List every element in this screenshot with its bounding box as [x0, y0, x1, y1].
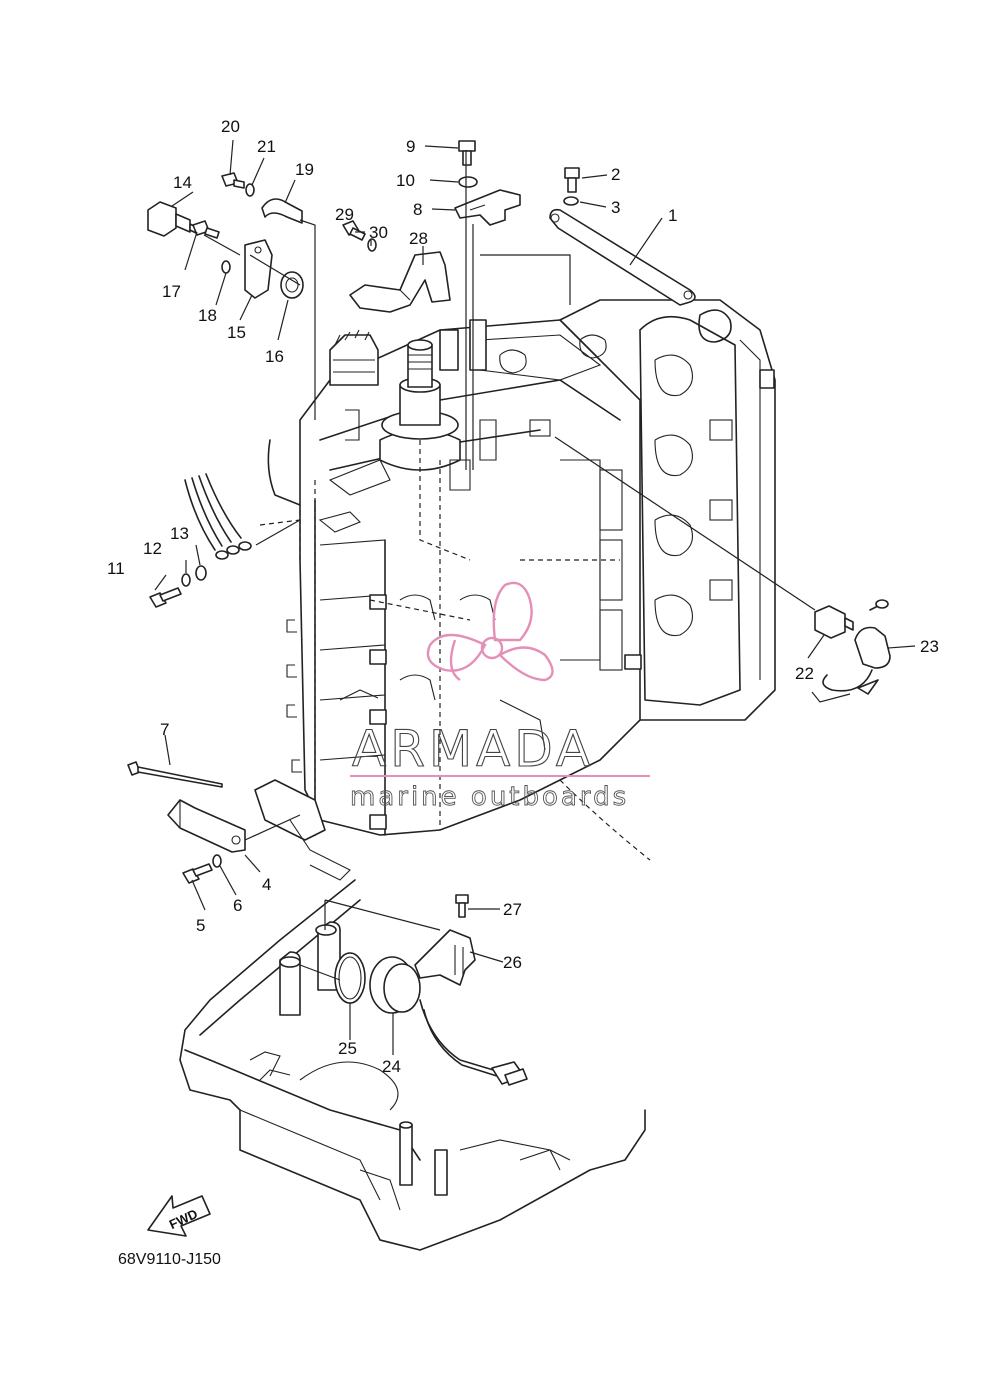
part-24-harness — [369, 956, 528, 1086]
callout-3: 3 — [611, 198, 620, 217]
part-9-bolt — [458, 140, 476, 166]
drawing-code: 68V9110-J150 — [118, 1251, 221, 1268]
callout-25: 25 — [338, 1039, 357, 1058]
part-22-sensor — [814, 605, 854, 639]
callout-labels: 1 2 3 4 5 6 7 8 9 10 11 12 13 14 15 16 1… — [107, 117, 939, 1076]
fwd-direction-marker: FWD — [147, 1195, 211, 1237]
part-25-o-ring — [334, 952, 366, 1004]
callout-22: 22 — [795, 664, 814, 683]
callout-18: 18 — [198, 306, 217, 325]
part-6-washer — [212, 854, 222, 868]
bottom-cowling — [179, 879, 646, 1251]
callout-17: 17 — [162, 282, 181, 301]
part-30-washer — [367, 238, 377, 252]
part-16-grommet — [280, 271, 304, 299]
callout-29: 29 — [335, 205, 354, 224]
callout-21: 21 — [257, 137, 276, 156]
bracket-cluster — [254, 779, 351, 881]
callout-19: 19 — [295, 160, 314, 179]
callout-20: 20 — [221, 117, 240, 136]
part-1-bracket — [549, 208, 696, 306]
part-23-cap — [822, 599, 891, 692]
callout-7: 7 — [160, 720, 169, 739]
part-19-clamp — [261, 198, 303, 224]
part-5-bolt — [182, 863, 213, 884]
part-15-bracket — [244, 239, 273, 299]
callout-6: 6 — [233, 896, 242, 915]
part-18-washer — [221, 260, 231, 274]
callout-4: 4 — [262, 875, 271, 894]
callout-9: 9 — [406, 137, 415, 156]
watermark-brand: ARMADA — [352, 720, 594, 778]
callout-28: 28 — [409, 229, 428, 248]
part-2-bolt — [564, 167, 580, 193]
part-13-washer — [195, 565, 207, 581]
leader-lines — [154, 139, 916, 1055]
callout-2: 2 — [611, 165, 620, 184]
callout-16: 16 — [265, 347, 284, 366]
part-3-washer — [563, 196, 579, 206]
callout-27: 27 — [503, 900, 522, 919]
watermark-tagline: marine outboards — [350, 782, 629, 812]
part-20-bolt — [221, 172, 245, 189]
part-4-bracket — [167, 799, 246, 853]
callout-30: 30 — [369, 223, 388, 242]
part-11-bolt — [149, 587, 182, 608]
ground-wires — [184, 473, 252, 560]
part-14-sensor — [147, 201, 199, 237]
part-7-cable-tie — [127, 761, 223, 788]
callout-24: 24 — [382, 1057, 401, 1076]
part-27-bolt — [455, 894, 469, 918]
part-12-lockwasher — [181, 573, 191, 587]
part-10-washer — [458, 176, 478, 188]
part-8-bracket — [454, 189, 521, 226]
callout-8: 8 — [413, 200, 422, 219]
part-21-washer — [245, 183, 255, 197]
part-17-bolt — [192, 220, 220, 239]
part-26-bracket — [414, 929, 476, 986]
callout-5: 5 — [196, 916, 205, 935]
callout-13: 13 — [170, 524, 189, 543]
callout-11: 11 — [107, 559, 125, 578]
callout-10: 10 — [396, 171, 415, 190]
propeller-logo-icon — [426, 581, 554, 682]
part-28-bracket — [349, 251, 451, 313]
callout-15: 15 — [227, 323, 246, 342]
arrow-indicator-icon — [857, 679, 879, 695]
callout-1: 1 — [668, 206, 677, 225]
callout-26: 26 — [503, 953, 522, 972]
callout-23: 23 — [920, 637, 939, 656]
callout-14: 14 — [173, 173, 192, 192]
watermark: ARMADA marine outboards — [350, 581, 650, 812]
callout-12: 12 — [143, 539, 162, 558]
